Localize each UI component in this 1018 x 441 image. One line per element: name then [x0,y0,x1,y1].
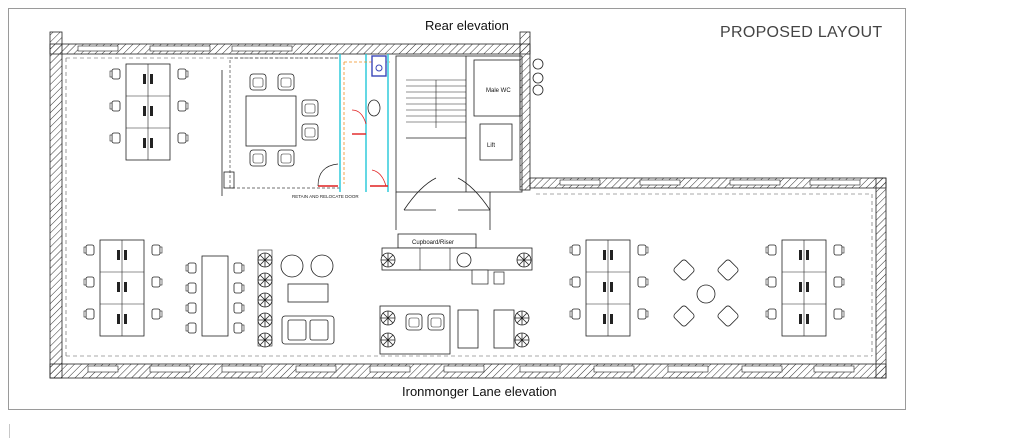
entrance-doors [395,177,491,230]
cupboard-riser-label: Cupboard/Riser [412,240,454,246]
scroll-edge-mark [9,424,10,438]
desk-cluster-top-left [109,63,189,161]
stair-core [395,55,544,193]
retain-door-note: RETAIN AND RELOCATE DOOR [292,194,359,199]
lounge-area [280,254,335,345]
desk-cluster-bottom-left [83,239,163,337]
front-elevation-label: Ironmonger Lane elevation [402,384,557,399]
drawing-title: PROPOSED LAYOUT [720,24,883,41]
partitions [221,54,390,196]
cupboard-riser [380,233,533,285]
desk-cluster-bottom-right [765,239,845,337]
male-wc-label: Male WC [486,88,511,94]
basin-icon [371,55,387,77]
floor-plan: Male WC Lift RETAIN AND RELOCATE DOOR [49,31,887,379]
plant-column [257,249,273,348]
external-walls [49,31,887,379]
inner-dashed-outline [65,57,873,357]
meeting-table [245,73,319,167]
lift-label: Lift [487,143,495,149]
breakout-table [673,259,739,327]
desk-cluster-bottom-center [569,239,649,337]
long-table [185,255,245,337]
seating-area-middle [379,305,530,355]
toilet-icon [367,99,381,117]
rear-elevation-label: Rear elevation [425,18,509,33]
